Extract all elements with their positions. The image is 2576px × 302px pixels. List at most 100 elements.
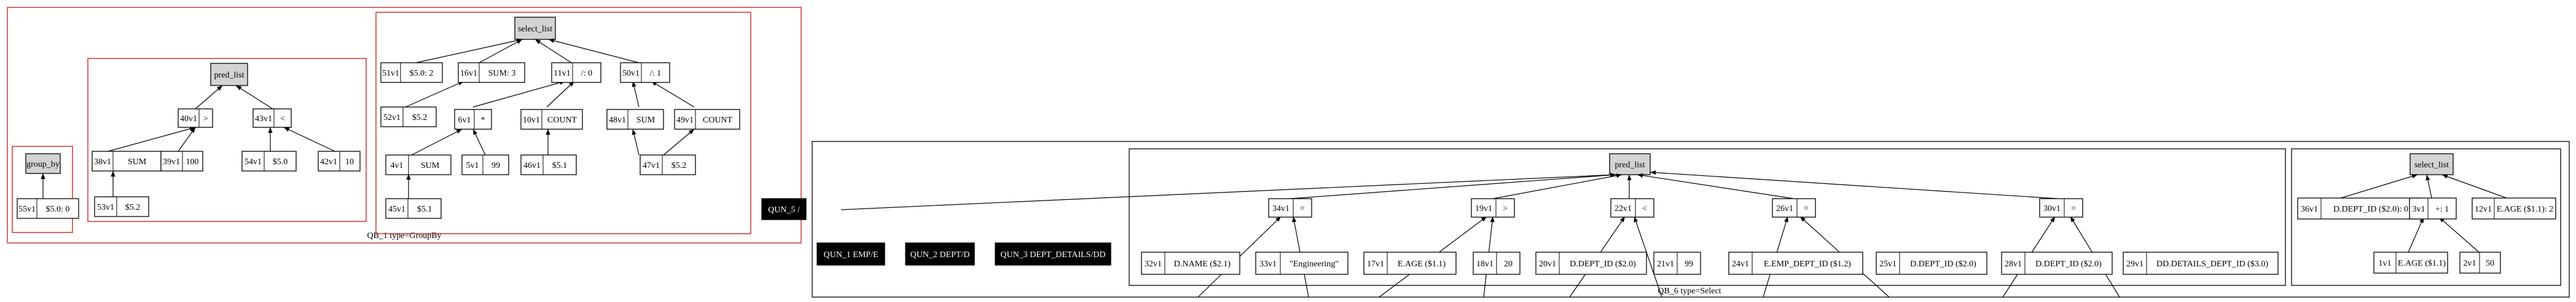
node-4v1[interactable]: 4v1 SUM [385,154,452,175]
svg-text:$5.2: $5.2 [125,203,141,212]
svg-text:"Engineering": "Engineering" [1290,260,1339,269]
node-43v1[interactable]: 43v1 < [253,108,292,128]
node-18v1[interactable]: 18v1 20 [1473,252,1521,275]
cluster-qb6 [812,141,2570,298]
qun-2-node[interactable]: QUN_2 DEPT/D [905,242,975,266]
svg-text:*: * [481,116,485,125]
svg-text:99: 99 [491,161,500,170]
node-49v1[interactable]: 49v1 COUNT [674,109,740,130]
node-33v1[interactable]: 33v1 "Engineering" [1255,252,1349,275]
edges-right [840,170,2507,298]
node-38v1[interactable]: 38v1 SUM [92,151,162,172]
node-24v1[interactable]: 24v1 E.EMP_DEPT_ID ($1.2) [1728,252,1863,275]
node-51v1[interactable]: 51v1 $5.0: 2 [380,62,443,83]
node-1v1[interactable]: 1v1 E.AGE ($1.1) [2373,252,2448,274]
node-42v1[interactable]: 42v1 10 [318,151,361,172]
svg-text:51v1: 51v1 [382,69,399,78]
node-36v1[interactable]: 36v1 D.DEPT_ID ($2.0): 0 [2297,197,2421,220]
svg-text:33v1: 33v1 [1259,260,1277,269]
svg-text:24v1: 24v1 [1732,260,1749,269]
svg-text:>: > [203,114,208,124]
node-53v1[interactable]: 53v1 $5.2 [94,196,149,217]
select-list-left-header-label: select_list [518,25,552,34]
node-47v1[interactable]: 47v1 $5.2 [640,154,696,175]
svg-text:D.DEPT_ID ($2.0): D.DEPT_ID ($2.0) [1570,260,1636,269]
svg-text:=: = [1300,204,1305,213]
svg-text:52v1: 52v1 [383,113,401,122]
svg-text:$5.2: $5.2 [412,113,428,122]
svg-text:$5.0: 0: $5.0: 0 [46,205,70,214]
node-48v1[interactable]: 48v1 SUM [606,109,664,130]
node-10v1[interactable]: 10v1 COUNT [520,109,583,130]
svg-text:SUM: SUM [128,157,147,167]
node-28v1[interactable]: 28v1 D.DEPT_ID ($2.0) [2001,252,2113,275]
svg-text:>: > [1503,204,1508,213]
node-26v1[interactable]: 26v1 = [1772,198,1816,218]
svg-text:11v1: 11v1 [554,69,570,78]
svg-text:QUN_2 DEPT/D: QUN_2 DEPT/D [910,250,970,260]
node-19v1[interactable]: 19v1 > [1471,198,1515,218]
node-11v1[interactable]: 11v1 /: 0 [551,62,601,83]
cluster-group-by [12,146,73,233]
svg-text:$5.0: $5.0 [273,157,288,167]
svg-text:SUM: SUM [421,161,440,170]
node-22v1[interactable]: 22v1 < [1610,198,1654,218]
node-30v1[interactable]: 30v1 = [2039,198,2083,218]
node-54v1[interactable]: 54v1 $5.0 [241,151,297,172]
node-34v1[interactable]: 34v1 = [1268,198,1312,218]
node-32v1[interactable]: 32v1 D.NAME ($2.1) [1141,252,1240,275]
node-39v1[interactable]: 39v1 100 [160,151,203,172]
group-by-header-label: group_by [26,160,60,169]
svg-text:$5.0: 2: $5.0: 2 [410,69,434,78]
svg-text:4v1: 4v1 [391,161,404,170]
node-2v1[interactable]: 2v1 50 [2459,252,2501,274]
node-46v1[interactable]: 46v1 $5.1 [520,154,577,175]
node-52v1[interactable]: 52v1 $5.2 [380,106,437,127]
node-20v1[interactable]: 20v1 D.DEPT_ID ($2.0) [1535,252,1647,275]
svg-text:QUN_1 EMP/E: QUN_1 EMP/E [823,250,878,260]
pred-list-right-header-label: pred_list [1615,161,1645,170]
node-29v1[interactable]: 29v1 DD.DETAILS_DEPT_ID ($3.0) [2123,252,2279,275]
node-21v1[interactable]: 21v1 99 [1653,252,1701,275]
svg-text:30v1: 30v1 [2043,204,2061,213]
svg-text:46v1: 46v1 [523,161,541,170]
qun-3-node[interactable]: QUN_3 DEPT_DETAILS/DD [995,242,1111,266]
svg-text:D.DEPT_ID ($2.0): D.DEPT_ID ($2.0) [1910,260,1976,269]
cluster-pred-list-right [1129,148,2286,286]
qun-1-node[interactable]: QUN_1 EMP/E [816,242,885,266]
node-16v1[interactable]: 16v1 SUM: 3 [458,62,525,83]
svg-text:25v1: 25v1 [1879,260,1897,269]
node-55v1[interactable]: 55v1 $5.0: 0 [17,198,79,219]
svg-text:<: < [280,114,285,124]
node-5v1[interactable]: 5v1 99 [461,154,509,175]
svg-text:/: 0: /: 0 [581,69,592,78]
pred-list-right-header [1609,153,1651,175]
node-17v1[interactable]: 17v1 E.AGE ($1.1) [1363,252,1457,275]
svg-text:54v1: 54v1 [245,157,262,167]
svg-text:38v1: 38v1 [94,157,111,167]
svg-text:26v1: 26v1 [1776,204,1793,213]
svg-text:34v1: 34v1 [1272,204,1290,213]
node-3v1[interactable]: 3v1 +: 1 [2409,197,2457,220]
cluster-select-list-right [2291,148,2561,286]
svg-text:53v1: 53v1 [97,203,114,212]
svg-text:E.EMP_DEPT_ID ($1.2): E.EMP_DEPT_ID ($1.2) [1764,260,1851,269]
node-40v1[interactable]: 40v1 > [178,108,213,128]
svg-text:50: 50 [2486,259,2494,268]
svg-text:40v1: 40v1 [180,114,197,124]
node-50v1[interactable]: 50v1 /: 1 [620,62,670,83]
svg-text:55v1: 55v1 [18,205,36,214]
cluster-qb6-label: QB_6 type=Select [1658,287,1721,296]
node-45v1[interactable]: 45v1 $5.1 [385,198,442,219]
node-6v1[interactable]: 6v1 * [454,109,492,130]
svg-text:22v1: 22v1 [1615,204,1632,213]
cluster-pred-list-left [87,58,367,222]
svg-text:20v1: 20v1 [1539,260,1556,269]
node-12v1[interactable]: 12v1 E.AGE ($1.1): 2 [2472,197,2556,220]
svg-text:99: 99 [1685,260,1693,269]
qun-5-node[interactable]: QUN_5 / [761,198,807,220]
svg-text:D.DEPT_ID ($2.0): 0: D.DEPT_ID ($2.0): 0 [2333,205,2408,214]
svg-text:1v1: 1v1 [2379,259,2392,268]
node-25v1[interactable]: 25v1 D.DEPT_ID ($2.0) [1876,252,1987,275]
